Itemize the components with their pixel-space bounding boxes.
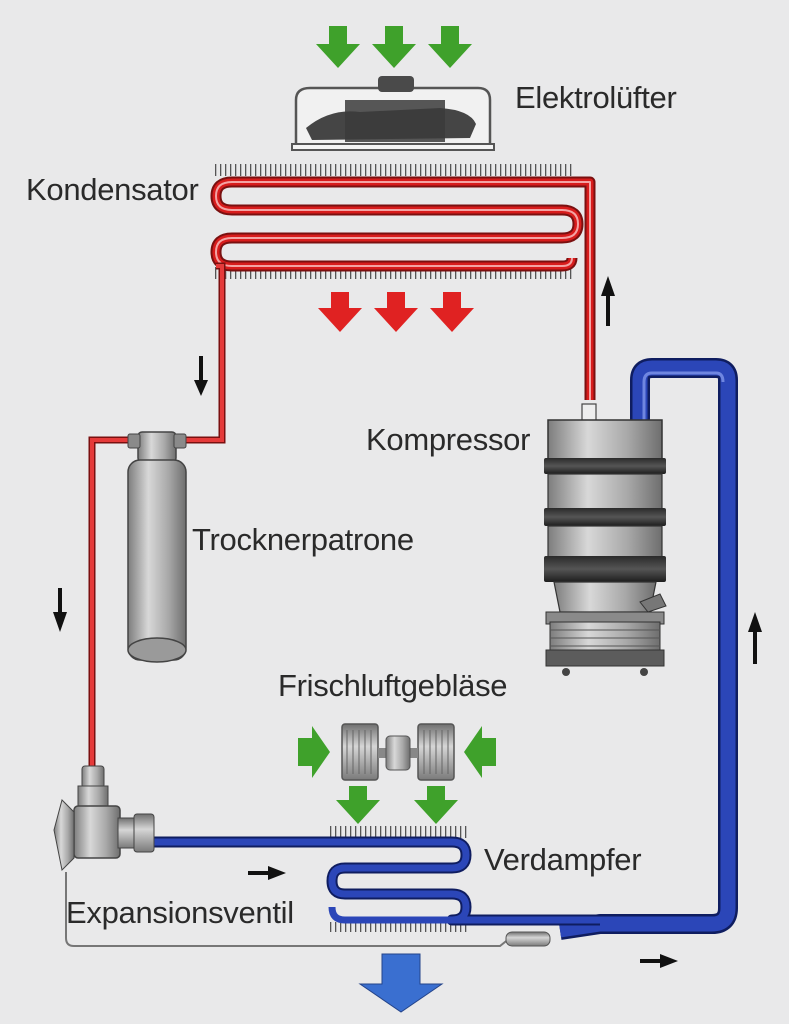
compressor-label: Kompressor [366,422,531,457]
flow-arrow-up-return [748,612,762,664]
dryer-label: Trocknerpatrone [192,522,414,557]
fresh-air-arrows-top [316,26,472,68]
dryer-cartridge [127,431,187,663]
expansion-valve-label: Expansionsventil [66,895,294,930]
low-pressure-line [558,358,738,940]
evaporator [150,826,600,932]
blower-label: Frischluftgebläse [278,668,508,703]
fan-label: Elektrolüfter [515,80,677,115]
high-pressure-line [88,262,226,780]
flow-arrow-right-middle [248,866,286,880]
electric-fan [291,76,495,151]
flow-arrow-down-upper [194,356,208,396]
hot-air-arrows [318,292,474,332]
compressor [544,403,667,676]
condenser [210,164,596,400]
flow-direction-arrows [53,276,762,968]
sensor-line [65,872,551,947]
evaporator-label: Verdampfer [484,842,642,877]
expansion-valve [53,765,155,872]
condenser-label: Kondensator [26,172,199,207]
flow-arrow-up-right [601,276,615,326]
flow-arrow-right-bottom [640,954,678,968]
flow-arrow-down-left [53,588,67,632]
fresh-air-blower [341,723,455,781]
fresh-air-arrows-blower [298,726,496,824]
cold-air-arrow [358,953,444,1013]
